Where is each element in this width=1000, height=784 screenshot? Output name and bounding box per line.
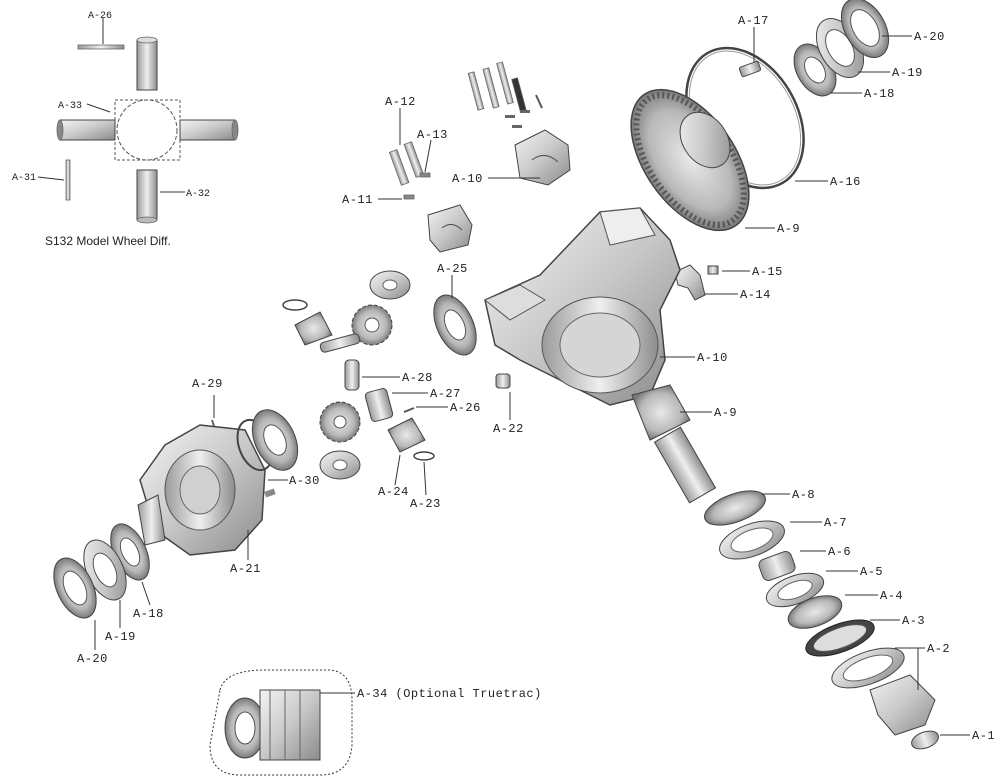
label-a17: A-17 [738,14,769,28]
label-a9-pinion: A-9 [714,406,737,420]
label-a6: A-6 [828,545,851,559]
inset-caption: S132 Model Wheel Diff. [45,234,171,248]
label-a19-right: A-19 [892,66,923,80]
inset-label-a33: A-33 [58,101,82,112]
label-a12: A-12 [385,95,416,109]
label-a29: A-29 [192,377,223,391]
label-a19-left: A-19 [105,630,136,644]
label-a4: A-4 [880,589,903,603]
label-a26: A-26 [450,401,481,415]
label-a10-housing: A-10 [697,351,728,365]
left-bearings: A-18 A-19 A-20 [53,523,164,666]
vent-parts: A-15 A-14 [674,264,783,302]
pinion-stack: A-9 A-8 A-7 A-6 A-5 A-4 A-3 A-2 A-1 [631,384,995,750]
inset-label-a26: A-26 [88,11,112,22]
label-a13: A-13 [417,128,448,142]
inset-label-a31: A-31 [12,173,36,184]
bearing-cap-upper: A-10 [452,61,571,186]
label-a20-left: A-20 [77,652,108,666]
ring-gear-assembly: A-16 A-9 A-17 A-18 A-19 A-20 [630,0,945,236]
inset-wheel-diff: A-26 A-33 A-32 A-31 S132 Model Wheel Dif… [12,11,239,248]
label-a15: A-15 [752,265,783,279]
bearing-cap-lower [427,204,473,253]
label-a2: A-2 [927,642,950,656]
label-a8: A-8 [792,488,815,502]
label-a5: A-5 [860,565,883,579]
label-a16: A-16 [830,175,861,189]
label-a11: A-11 [342,193,373,207]
spider-gears: A-28 A-27 A-26 A-24 A-23 [282,270,481,511]
label-a18-left: A-18 [133,607,164,621]
inset-label-a32: A-32 [186,189,210,200]
label-a3: A-3 [902,614,925,628]
label-a27: A-27 [430,387,461,401]
label-a30: A-30 [289,474,320,488]
label-a22: A-22 [493,422,524,436]
bearing-cap-bolts: A-12 A-13 A-11 [342,95,448,207]
label-a1: A-1 [972,729,995,743]
label-a21: A-21 [230,562,261,576]
truetrac-option: A-34 (Optional Truetrac) [209,669,542,776]
label-a28: A-28 [402,371,433,385]
label-a9-ring: A-9 [777,222,800,236]
label-a25: A-25 [437,262,468,276]
label-a7: A-7 [824,516,847,530]
label-a23: A-23 [410,497,441,511]
label-a20-right: A-20 [914,30,945,44]
label-a10-cap: A-10 [452,172,483,186]
label-a24: A-24 [378,485,409,499]
differential-housing: A-10 [484,207,728,406]
sleeve-a22: A-22 [493,373,524,436]
label-a14: A-14 [740,288,771,302]
label-a34: A-34 (Optional Truetrac) [357,687,542,701]
label-a18-right: A-18 [864,87,895,101]
side-gear-a25: A-25 [433,262,477,356]
carrier-case: A-29 A-21 A-30 [137,377,320,576]
